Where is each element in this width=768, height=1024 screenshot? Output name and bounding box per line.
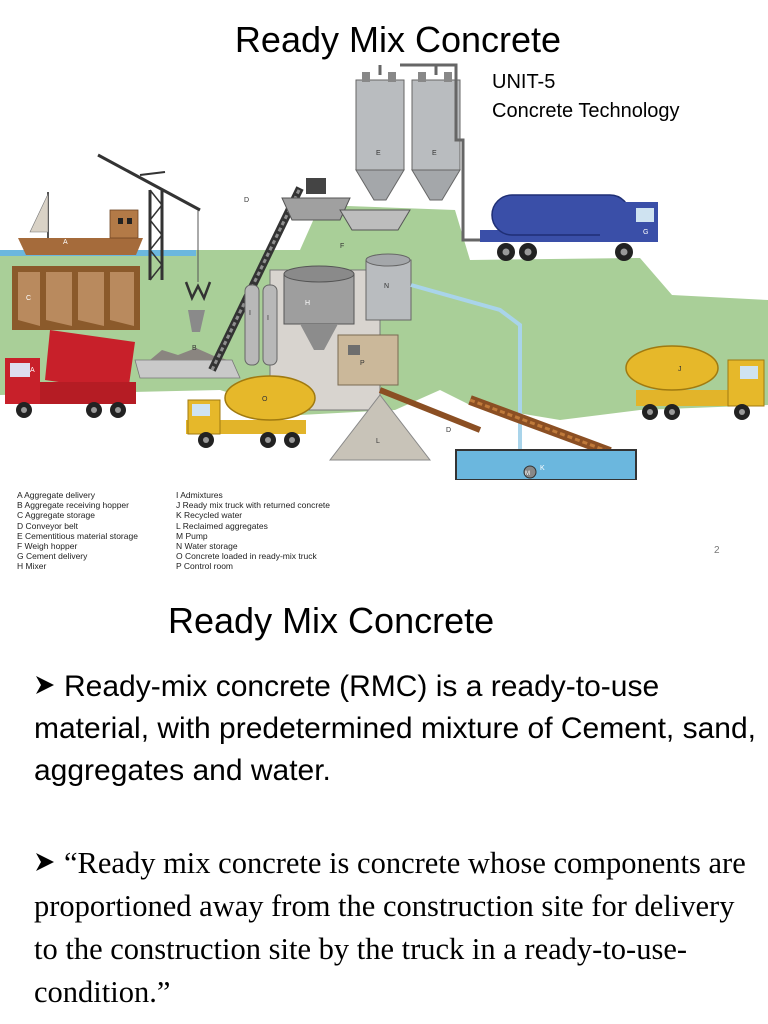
- diagram-label-n: N: [384, 283, 389, 290]
- diagram-label-m: M: [525, 471, 530, 477]
- slide-title: Ready Mix Concrete: [168, 600, 495, 641]
- mixer-truck-loading-icon: O: [186, 375, 316, 448]
- bullet-paragraph: Ready-mix concrete (RMC) is a ready-to-u…: [34, 666, 758, 792]
- bullet-text: Ready-mix concrete (RMC) is a ready-to-u…: [34, 670, 756, 787]
- diagram-label-k: K: [540, 465, 545, 472]
- slide-2: Ready Mix Concrete Ready-mix concrete (R…: [0, 580, 768, 1024]
- legend-item: E Cementitious material storage: [17, 530, 138, 541]
- aggregate-storage-bins: C: [12, 266, 140, 330]
- legend-item: H Mixer: [17, 561, 47, 572]
- diagram-label-p: P: [360, 360, 365, 367]
- diagram-label-e2: E: [432, 150, 437, 157]
- diagram-label-h: H: [305, 300, 310, 307]
- crane-icon: [97, 153, 212, 332]
- legend-item: M Pump: [176, 530, 208, 541]
- ready-mix-plant-diagram: A C: [0, 63, 768, 480]
- slide-1: Ready Mix Concrete UNIT-5 Concrete Techn…: [0, 19, 768, 572]
- diagram-label-b: B: [192, 345, 197, 352]
- conveyor-belt-icon: D: [208, 178, 326, 372]
- recycled-water-tank-icon: K M: [455, 449, 637, 480]
- legend-item: F Weigh hopper: [17, 541, 78, 552]
- bullet-text: “Ready mix concrete is concrete whose co…: [34, 846, 746, 1009]
- water-storage-tank-icon: N: [365, 253, 522, 450]
- control-room-icon: P: [337, 334, 399, 386]
- arrowhead-bullet-icon: [34, 666, 56, 708]
- legend-item: I Admixtures: [176, 490, 223, 500]
- legend-item: C Aggregate storage: [17, 510, 95, 521]
- diagram-label-e1: E: [376, 150, 381, 157]
- unit-label: UNIT-5: [492, 71, 556, 93]
- diagram-label-c: C: [26, 295, 31, 302]
- diagram-label-g: G: [643, 229, 648, 236]
- diagram-label-o: O: [262, 396, 268, 403]
- legend-item: D Conveyor belt: [17, 520, 78, 531]
- diagram-label-l: L: [376, 438, 380, 445]
- legend-item: B Aggregate receiving hopper: [17, 500, 129, 511]
- cement-silos-icon: E E: [355, 63, 480, 242]
- diagram-label-a-truck: A: [30, 367, 35, 374]
- slide-title: Ready Mix Concrete: [234, 19, 562, 60]
- mixer-truck-returned-icon: J: [625, 345, 765, 420]
- legend-item: G Cement delivery: [17, 551, 88, 562]
- legend-item: L Reclaimed aggregates: [176, 520, 268, 531]
- diagram-label-a-ship: A: [63, 239, 68, 246]
- legend-column-left: A Aggregate delivery B Aggregate receivi…: [17, 490, 138, 572]
- slide-number: 2: [714, 545, 720, 556]
- diagram-label-j: J: [678, 366, 682, 373]
- subject-label: Concrete Technology: [492, 100, 680, 122]
- diagram-label-f: F: [340, 243, 344, 250]
- recycling-conveyor-icon: D: [378, 387, 612, 457]
- legend-item: N Water storage: [176, 541, 238, 552]
- dump-truck-icon: A: [5, 330, 136, 418]
- reclaimed-aggregate-pile-icon: L: [328, 394, 432, 461]
- diagram-label-d2: D: [446, 427, 451, 434]
- diagram-label-i1: I: [249, 310, 251, 317]
- legend-item: J Ready mix truck with returned concrete: [176, 500, 331, 511]
- arrowhead-bullet-icon: [34, 842, 56, 885]
- bullet-paragraph: “Ready mix concrete is concrete whose co…: [34, 842, 758, 1014]
- diagram-label-i2: I: [267, 315, 269, 322]
- legend-column-right: I Admixtures J Ready mix truck with retu…: [176, 490, 330, 572]
- ship-icon: A: [18, 192, 143, 255]
- legend-item: O Concrete loaded in ready-mix truck: [176, 551, 317, 562]
- diagram-label-d: D: [244, 197, 249, 204]
- legend-item: A Aggregate delivery: [17, 490, 95, 500]
- cement-tanker-truck-icon: G: [480, 194, 658, 261]
- legend-item: K Recycled water: [176, 510, 243, 521]
- weigh-hopper-icon: F: [281, 197, 411, 250]
- legend-item: P Control room: [176, 561, 234, 572]
